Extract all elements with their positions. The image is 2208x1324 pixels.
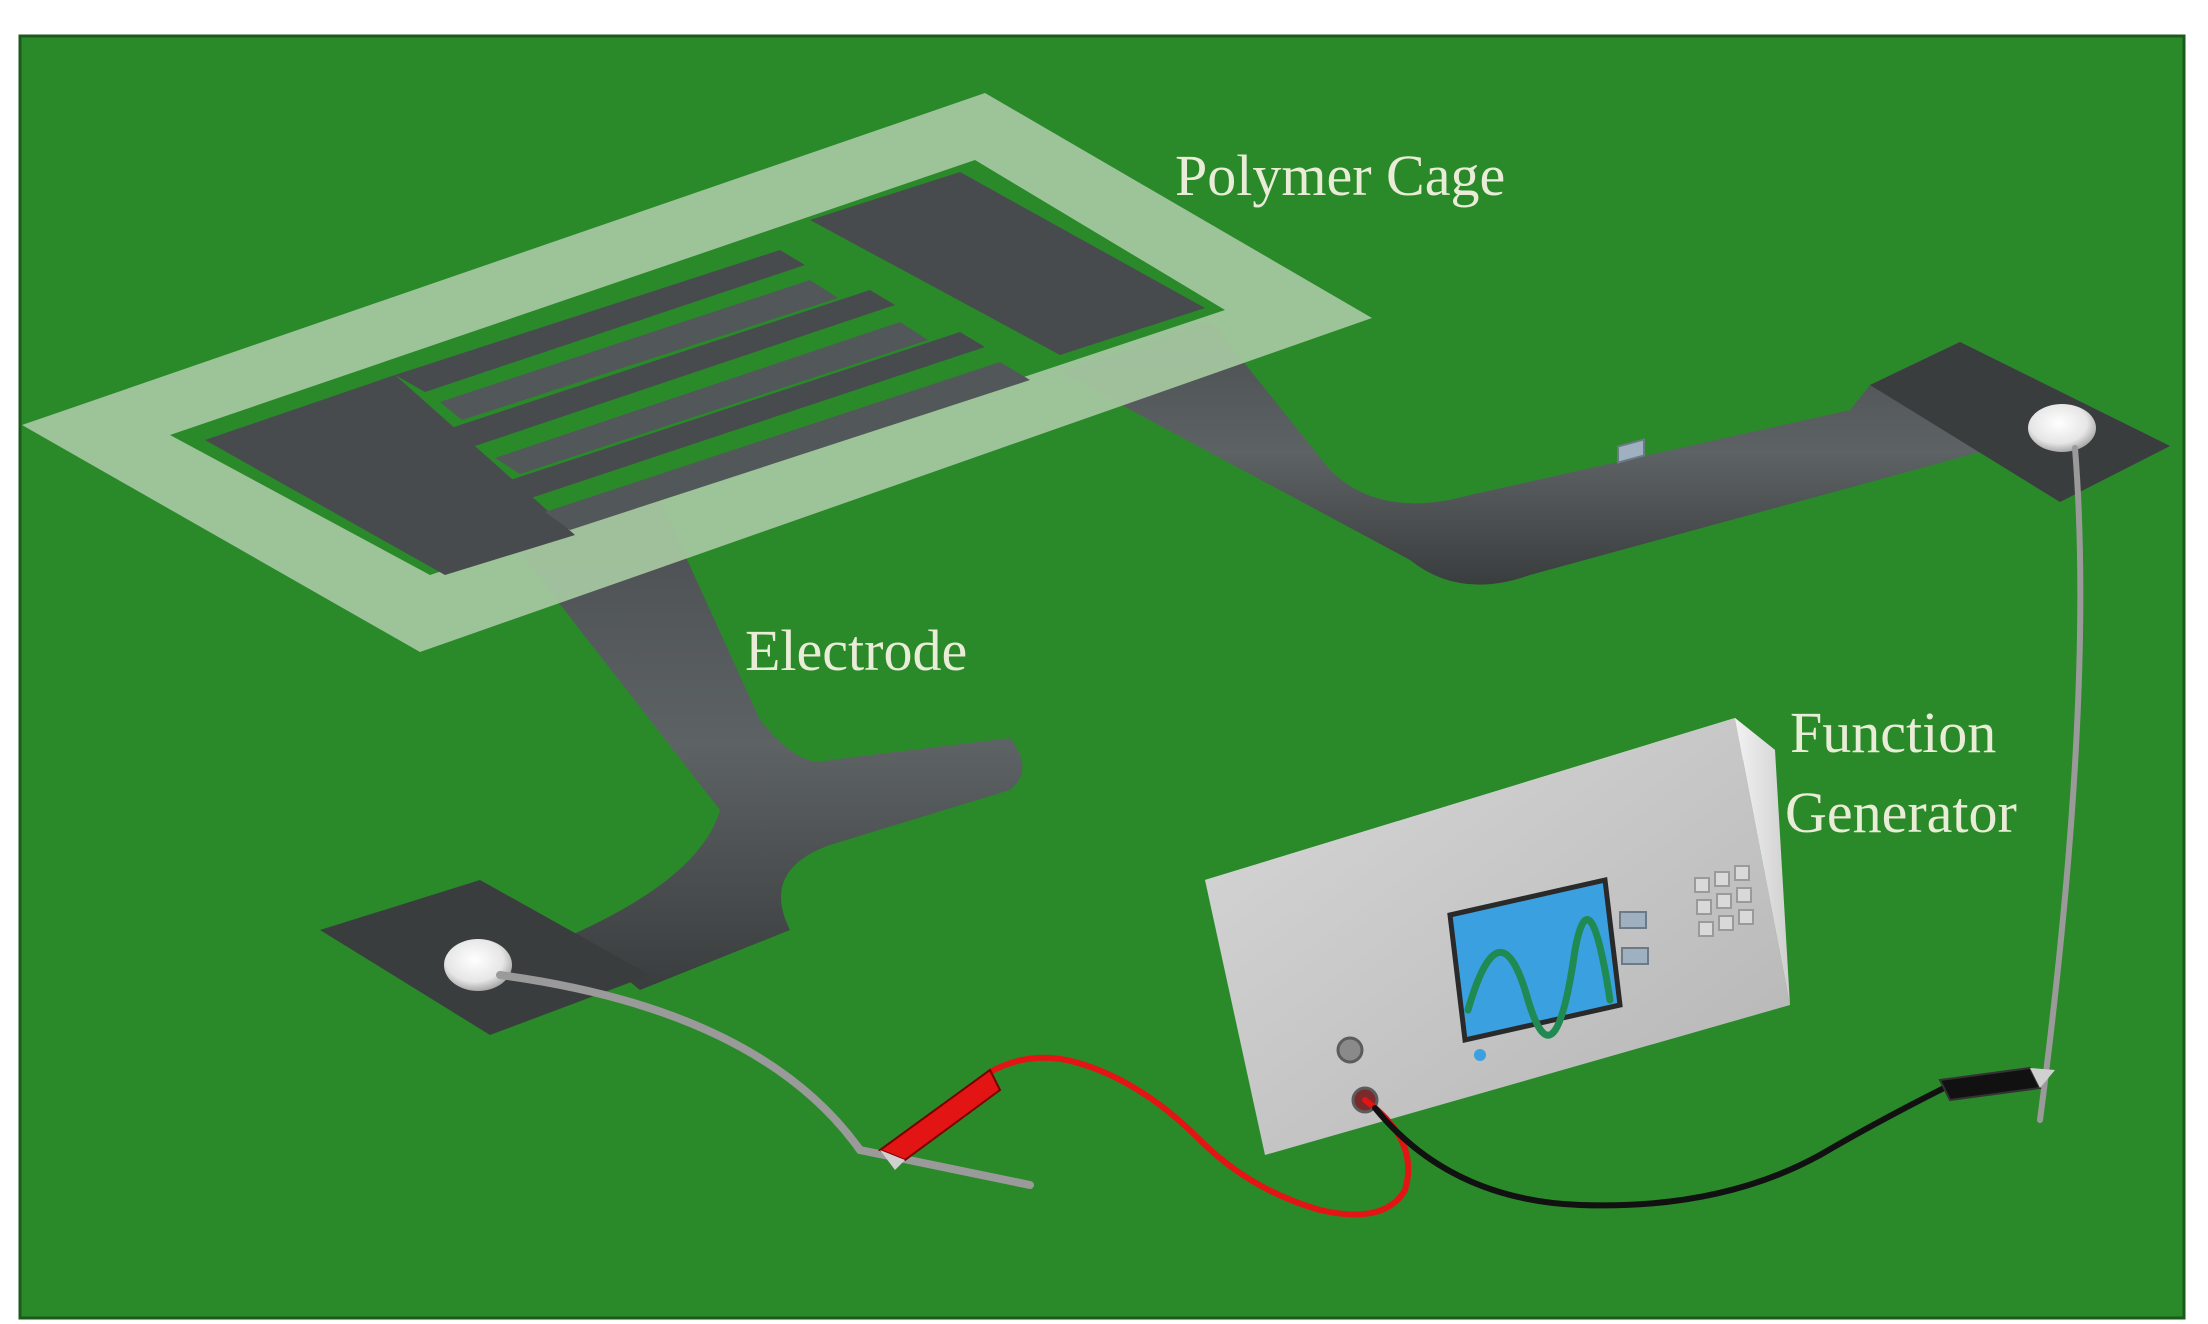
comb-electrode-left	[205, 375, 575, 575]
polymer-cage	[22, 93, 1372, 652]
generator-keypad	[1694, 865, 1754, 937]
power-led	[1474, 1049, 1486, 1061]
generator-soft-keys	[1617, 438, 1649, 965]
waveform-icon	[1464, 916, 1614, 1039]
label-function-generator-line1: Function	[1790, 700, 1996, 765]
left-electrode-trace	[510, 500, 1023, 990]
right-contact-blob	[2028, 404, 2096, 452]
label-polymer-cage: Polymer Cage	[1175, 143, 1505, 208]
output-jack-upper	[1336, 1036, 1364, 1064]
left-contact-blob	[444, 939, 512, 991]
right-electrode-pad	[1870, 342, 2170, 502]
label-function-generator-line2: Generator	[1785, 780, 2017, 845]
label-electrode: Electrode	[745, 618, 967, 683]
generator-screen	[1447, 876, 1623, 1044]
black-clip-tip	[2030, 1068, 2055, 1088]
right-grey-wire	[2037, 445, 2084, 1123]
red-lead-wire	[987, 1054, 1412, 1218]
black-lead-wire	[1372, 1082, 1953, 1209]
comb-electrode-right	[810, 172, 1205, 355]
function-generator	[1205, 438, 1790, 1155]
left-grey-wire	[496, 971, 1034, 1189]
red-alligator-clip	[877, 1068, 1002, 1162]
red-clip-tip	[880, 1150, 905, 1170]
interdigitated-fingers	[395, 250, 1030, 530]
